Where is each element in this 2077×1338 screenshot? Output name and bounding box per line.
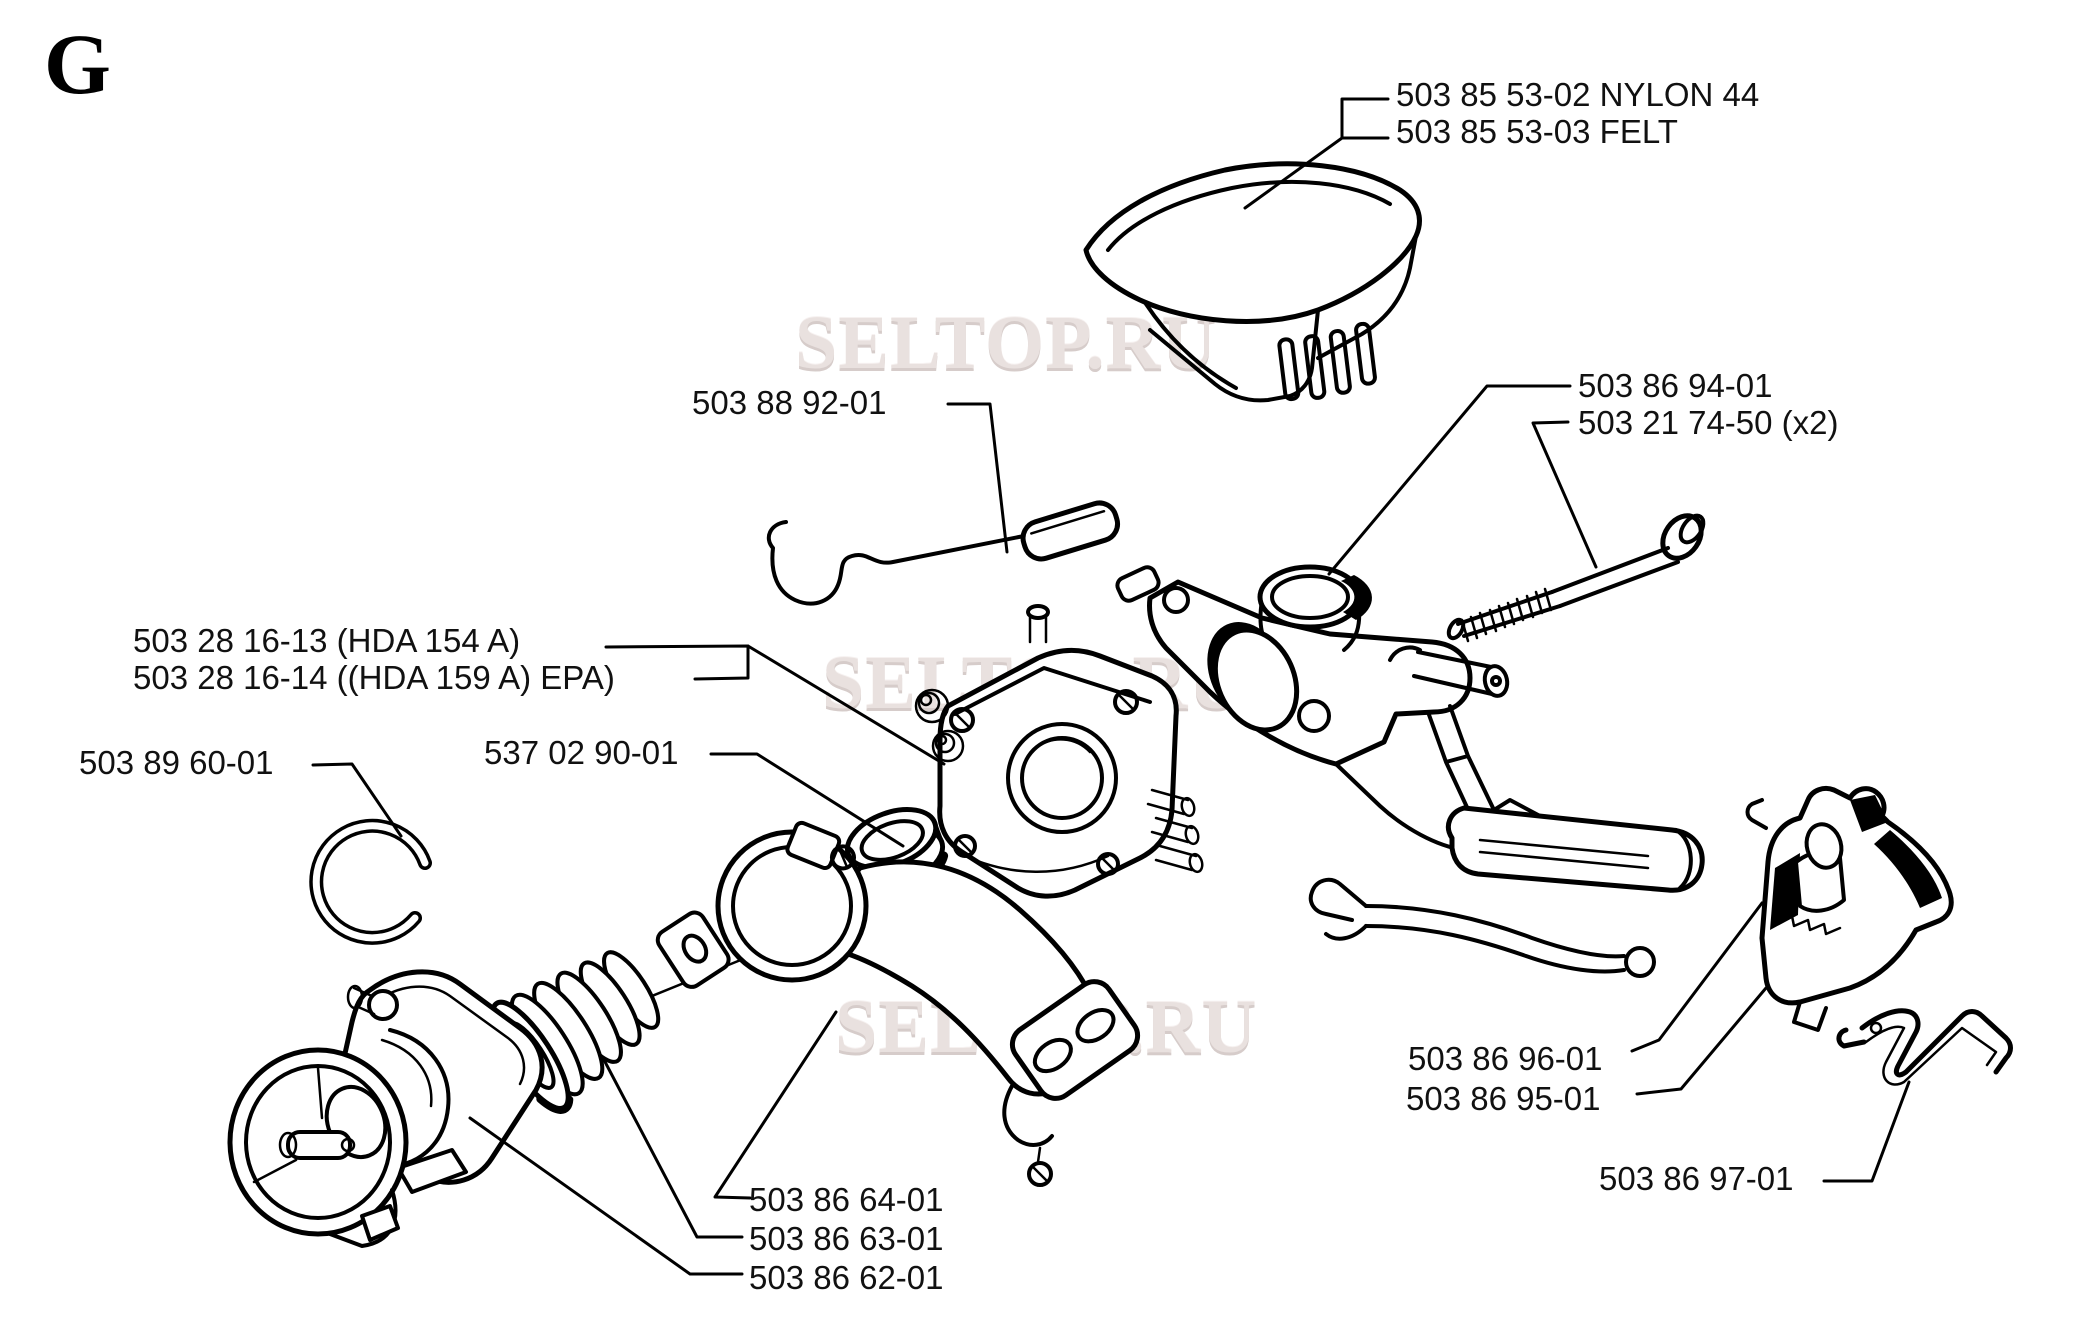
callout-screw-x2: 503 21 74-50 (x2) [1578,404,1839,441]
carburetor [914,604,1204,899]
retaining-clip [309,818,432,945]
choke-rod [766,500,1121,606]
callout-carb-hda159: 503 28 16-14 ((HDA 159 A) EPA) [133,659,615,696]
section-letter: G [44,16,111,112]
choke-holder-bracket [1745,785,1954,1032]
callout-intake-boot: 503 86 64-01 [749,1181,944,1218]
throttle-link [1308,805,1705,978]
intake-boot [715,820,1141,1187]
air-filter-cover [1083,161,1422,403]
callout-throttle-link: 503 86 96-01 [1408,1040,1603,1077]
callout-choke-rod: 503 88 92-01 [692,384,887,421]
callout-manifold: 503 86 94-01 [1578,367,1773,404]
mounting-bolt [1446,513,1706,643]
callout-retaining-clip: 503 89 60-01 [79,744,274,781]
callout-ribbed-sleeve: 503 86 63-01 [749,1220,944,1257]
callout-cover-nylon: 503 85 53-02 NYLON 44 [1396,76,1760,113]
callout-choke-holder: 503 86 95-01 [1406,1080,1601,1117]
callout-cover-felt: 503 85 53-03 FELT [1396,113,1678,150]
callout-carb-hda154: 503 28 16-13 (HDA 154 A) [133,622,521,659]
callout-spacer-ring: 537 02 90-01 [484,734,679,771]
spring-wire [1836,1008,2013,1086]
intake-manifold-bracket [1115,564,1546,866]
watermark-top: SELTOP.RU [795,301,1218,385]
spacer-ring [844,807,949,896]
callout-spring-wire: 503 86 97-01 [1599,1160,1794,1197]
callout-flange-cap: 503 86 62-01 [749,1259,944,1296]
leader-lines [311,97,1911,1276]
end-cap [227,1047,409,1248]
